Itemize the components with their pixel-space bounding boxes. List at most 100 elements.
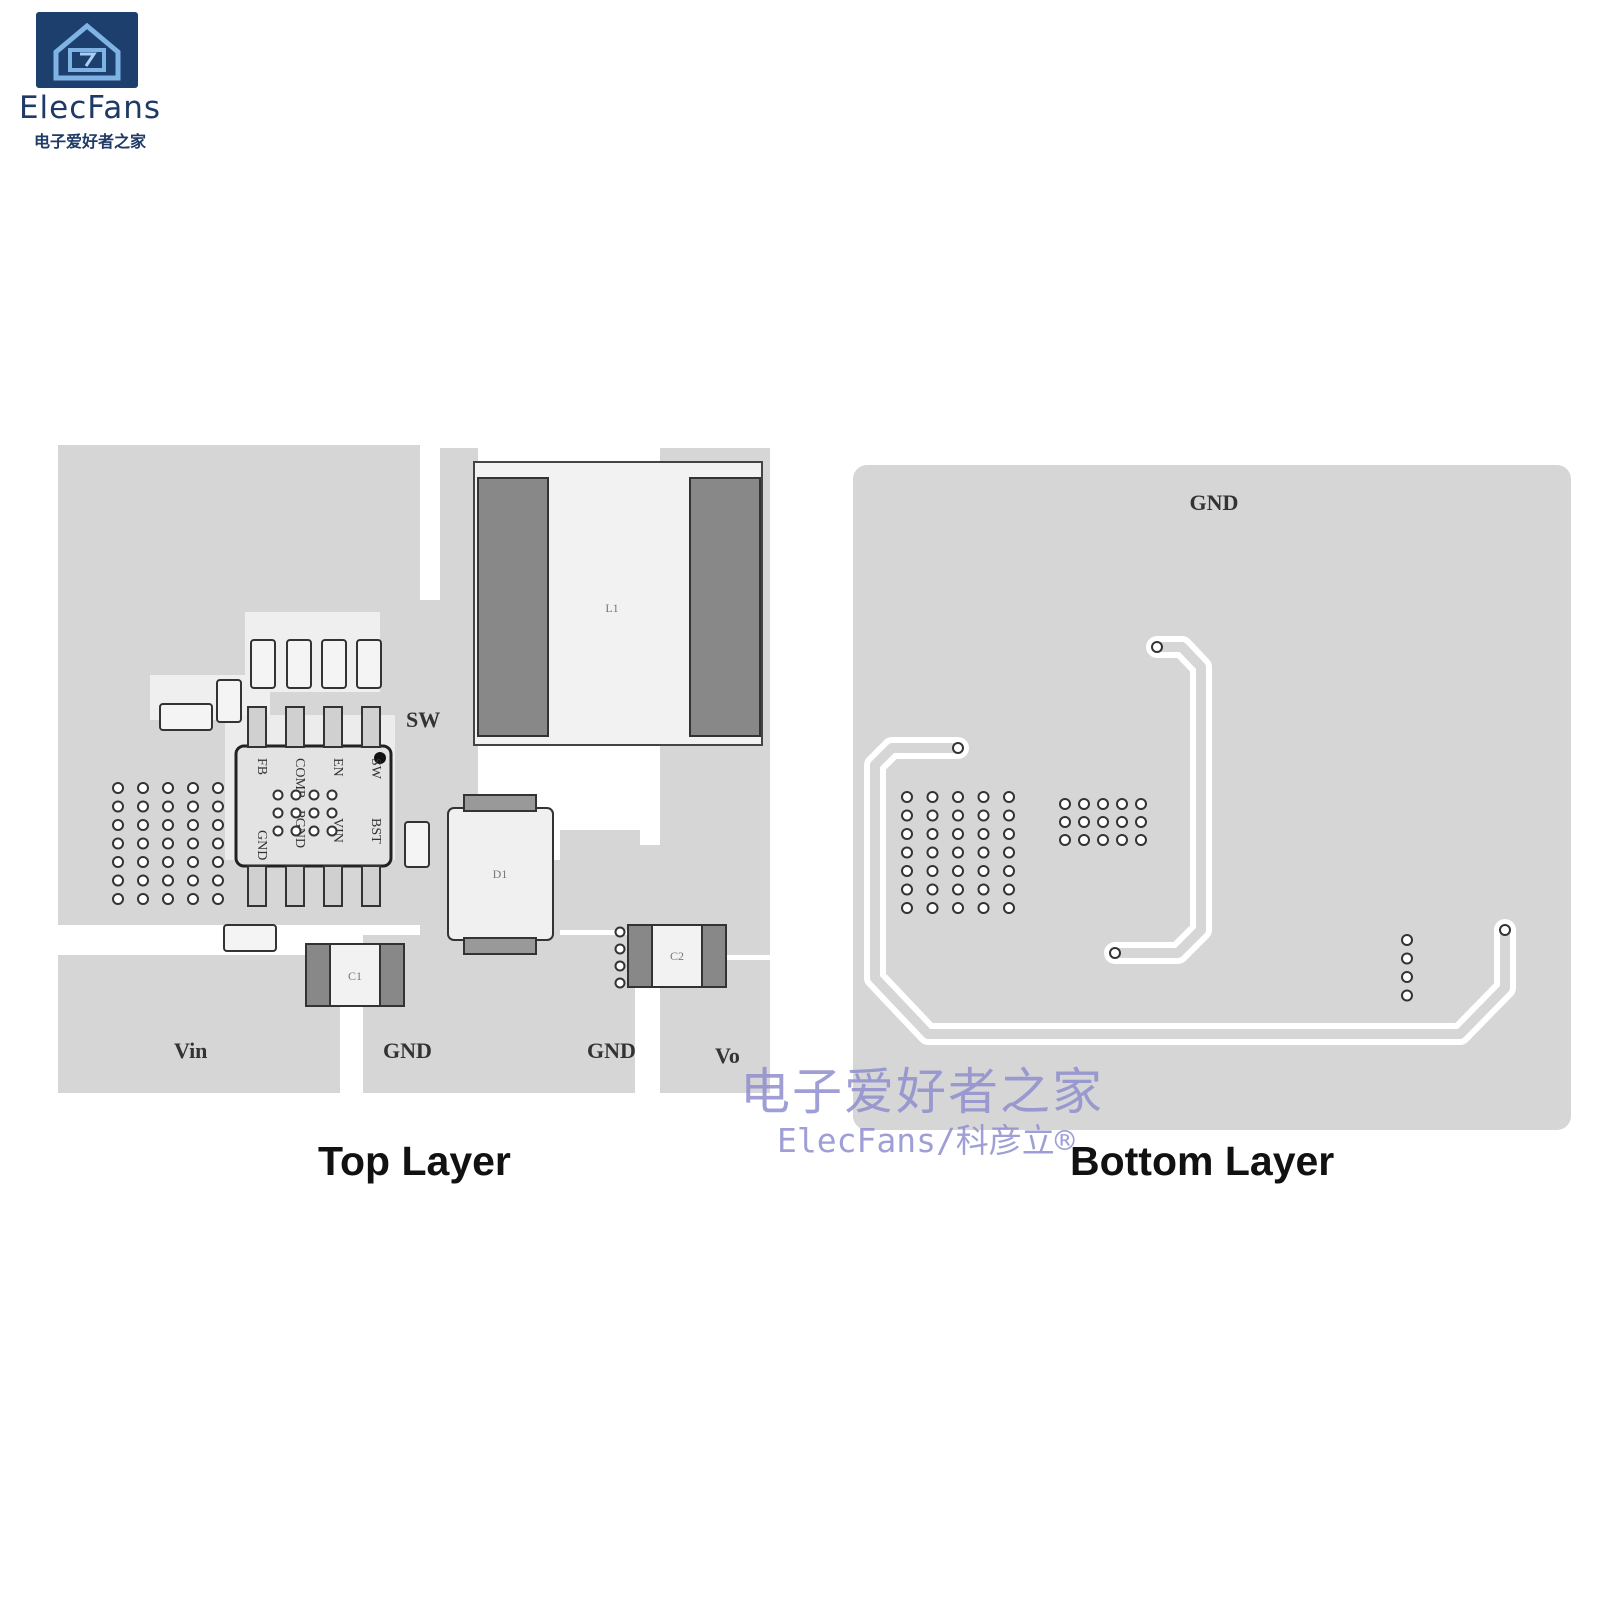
elecfans-logo-icon [36, 12, 138, 88]
bottom-via-array-left [901, 791, 1015, 914]
via [952, 865, 964, 877]
inductor-l1: L1 [473, 461, 763, 746]
via [326, 825, 338, 837]
copper-gnd-mid [363, 935, 635, 1093]
via [308, 807, 320, 819]
via [187, 893, 199, 905]
via [1003, 828, 1015, 840]
diode-d1: D1 [447, 794, 554, 955]
via [1401, 952, 1413, 965]
via [1059, 834, 1071, 846]
via [187, 800, 199, 813]
via [112, 819, 124, 831]
via [162, 819, 174, 831]
via [977, 902, 990, 914]
via [1401, 971, 1413, 983]
net-label-bottom-gnd: GND [1190, 490, 1239, 515]
via [1003, 791, 1015, 803]
via [1078, 798, 1090, 810]
via [952, 883, 964, 896]
top-layer-caption: Top Layer [318, 1138, 511, 1184]
via [1097, 798, 1109, 810]
via [1078, 816, 1090, 828]
via [212, 893, 224, 905]
pin-label-sw: SW [368, 758, 383, 780]
via [1003, 865, 1015, 877]
via [952, 846, 964, 859]
small-passives [159, 639, 430, 952]
via [137, 837, 149, 850]
logo-name: ElecFans [18, 90, 162, 126]
via [926, 883, 939, 896]
via [1003, 809, 1015, 822]
via [614, 943, 626, 955]
via [137, 893, 149, 905]
via [1059, 798, 1071, 810]
via [901, 902, 913, 914]
via [977, 883, 990, 896]
via [212, 874, 224, 887]
via [187, 819, 199, 831]
watermark-english: ElecFans/科彦立® [777, 1121, 1075, 1160]
ic-package: FB COMP EN SW GND PGND VIN BST [234, 706, 393, 907]
via [162, 856, 174, 868]
via [308, 789, 320, 801]
via [162, 800, 174, 813]
top-via-array [112, 782, 224, 905]
via [926, 809, 939, 822]
c2-via-column [614, 926, 626, 989]
logo-subtitle: 电子爱好者之家 [33, 132, 146, 151]
ic-thermal-vias [272, 789, 338, 837]
via [977, 791, 990, 803]
bottom-trace-vias [952, 641, 1511, 959]
via [326, 807, 338, 819]
c2-label: C2 [670, 949, 684, 963]
net-label-gnd-left: GND [383, 1038, 432, 1063]
via [952, 828, 964, 840]
via [1135, 798, 1147, 810]
pin-label-comp: COMP [292, 758, 307, 798]
bottom-layer: GND [853, 465, 1571, 1130]
via [112, 800, 124, 813]
via [977, 809, 990, 822]
bottom-layer-caption: Bottom Layer [1070, 1138, 1335, 1184]
via [112, 856, 124, 868]
bottom-traces [864, 636, 1516, 1045]
via [1003, 883, 1015, 896]
via [901, 883, 913, 896]
net-label-sw: SW [406, 707, 440, 732]
via [272, 825, 284, 837]
via [112, 893, 124, 905]
via [212, 837, 224, 850]
via [112, 837, 124, 850]
via [137, 800, 149, 813]
via [901, 791, 913, 803]
copper-vin [58, 955, 340, 1093]
via [290, 825, 302, 837]
via [212, 782, 224, 794]
inductor-label: L1 [605, 601, 618, 615]
via [162, 837, 174, 850]
via [926, 791, 939, 803]
via [1097, 816, 1109, 828]
via [614, 926, 626, 938]
via [290, 807, 302, 819]
via [901, 809, 913, 822]
via [1135, 834, 1147, 846]
pin-label-vin: VIN [330, 818, 345, 843]
via [1401, 989, 1413, 1002]
via [162, 782, 174, 794]
via [187, 874, 199, 887]
c1-label: C1 [348, 969, 362, 983]
via [162, 893, 174, 905]
via [901, 846, 913, 859]
via [187, 856, 199, 868]
via [1003, 846, 1015, 859]
via [1401, 934, 1413, 946]
via [1003, 902, 1015, 914]
pin-label-bst: BST [368, 818, 383, 844]
via [1116, 798, 1128, 810]
via [1116, 816, 1128, 828]
via [952, 791, 964, 803]
